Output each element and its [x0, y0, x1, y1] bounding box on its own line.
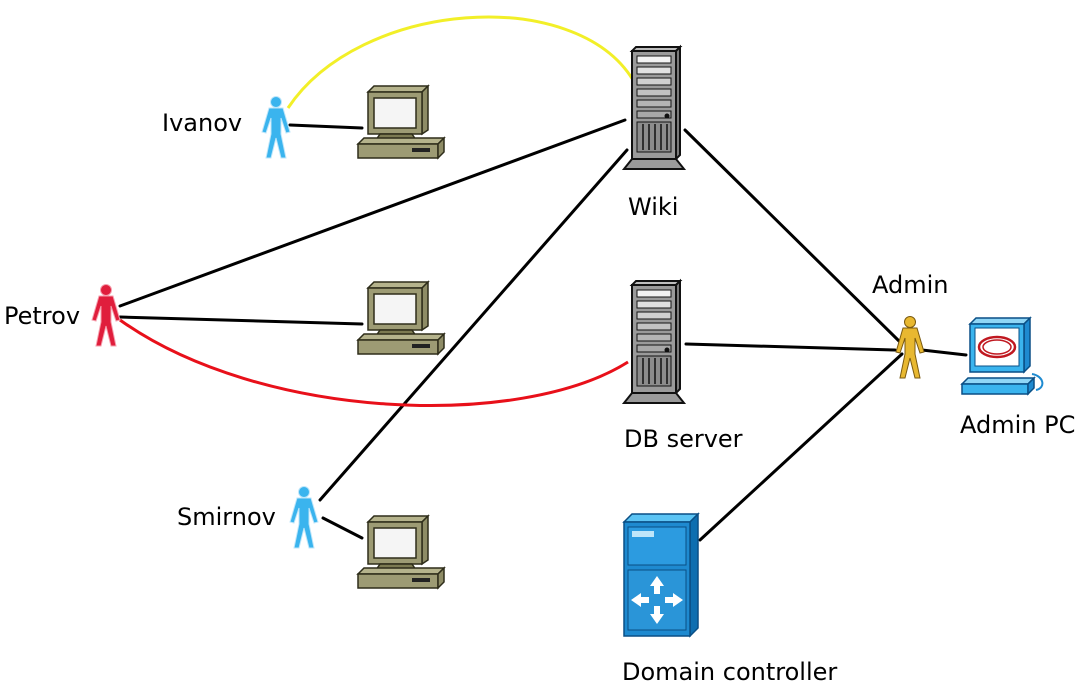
ivanov-label: Ivanov [162, 109, 243, 137]
link-ivanov-pc [288, 123, 364, 130]
wiki-label: Wiki [628, 193, 679, 221]
link-wiki-admin [683, 128, 902, 344]
petrov-user-icon [91, 284, 121, 347]
ivanov-user-icon [261, 96, 291, 159]
link-smirnov-pc [321, 516, 364, 540]
link-petrov-db-highlight [119, 318, 629, 408]
ivanov-workstation-icon [357, 85, 445, 159]
petrov-label: Petrov [4, 302, 81, 330]
link-dc-admin [698, 352, 904, 542]
link-admin-pc [920, 348, 968, 357]
link-ivanov-wiki-highlight [286, 15, 635, 109]
db-server-icon [623, 280, 685, 404]
smirnov-user-icon [289, 486, 319, 549]
petrov-workstation-icon [357, 281, 445, 355]
link-smirnov-wiki [318, 148, 629, 502]
admin-pc-label: Admin PC [960, 411, 1076, 439]
domain-controller-icon [622, 512, 700, 638]
domain-controller-label: Domain controller [622, 658, 838, 686]
admin-user-icon [895, 316, 925, 379]
smirnov-label: Smirnov [177, 503, 276, 531]
connection-lines [118, 118, 968, 542]
admin-pc-icon [960, 316, 1044, 396]
link-db-admin [684, 342, 897, 352]
link-petrov-wiki [118, 118, 627, 308]
link-petrov-pc [118, 315, 364, 326]
admin-label: Admin [872, 271, 949, 299]
smirnov-workstation-icon [357, 515, 445, 589]
wiki-server-icon [623, 46, 685, 170]
db-server-label: DB server [624, 425, 743, 453]
